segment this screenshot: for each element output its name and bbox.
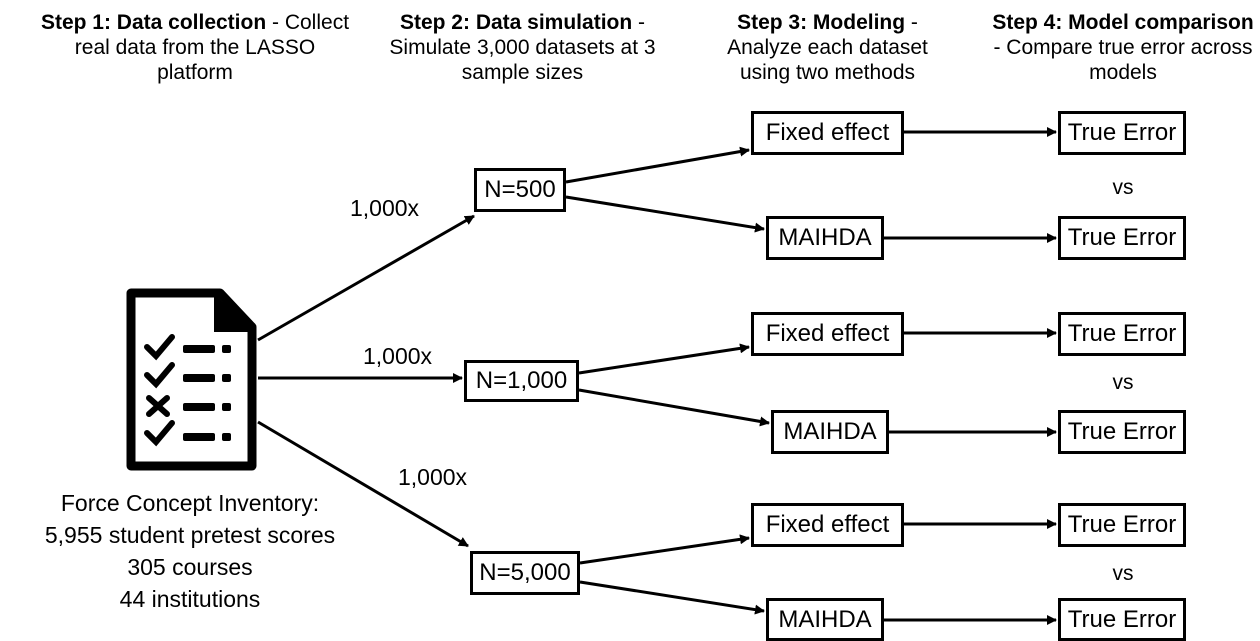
multiplier-label-2: 1,000x [363, 343, 433, 369]
method-node-fixed-effect-1: Fixed effect [751, 111, 904, 155]
arrow-n1000-to-maihda [578, 388, 770, 427]
step-4-header: Step 4: Model comparison - Compare true … [988, 10, 1258, 85]
step-2-title: Step 2: Data simulation [399, 11, 633, 34]
step-3-description: - Analyze each dataset using two methods [727, 11, 928, 84]
source-line-courses: 305 courses [127, 554, 253, 580]
vs-label-1: vs [1112, 176, 1134, 199]
method-node-fixed-effect-3: Fixed effect [751, 503, 904, 547]
arrow-source-to-n5000 [257, 420, 469, 548]
true-error-node-2a: True Error [1058, 312, 1186, 356]
arrow-n500-to-maihda [565, 195, 765, 233]
arrow-n5000-to-maihda [579, 580, 765, 615]
true-error-node-3a: True Error [1058, 503, 1186, 547]
vs-label-2: vs [1112, 371, 1134, 394]
multiplier-label-3: 1,000x [398, 464, 468, 490]
sample-node-n500: N=500 [474, 168, 566, 212]
sample-node-n5000: N=5,000 [470, 551, 580, 595]
arrow-n5000-to-fixed [579, 534, 750, 565]
step-1-description: - Collect real data from the LASSO platf… [74, 11, 350, 84]
step-1-title: Step 1: Data collection [40, 11, 267, 34]
step-2-description: - Simulate 3,000 datasets at 3 sample si… [389, 11, 656, 84]
true-error-node-3b: True Error [1058, 598, 1186, 641]
step-3-header: Step 3: Modeling - Analyze each dataset … [705, 10, 950, 85]
checklist-document-icon [126, 288, 257, 471]
sample-node-n1000: N=1,000 [464, 360, 579, 402]
method-node-maihda-2: MAIHDA [771, 410, 889, 454]
step-1-header: Step 1: Data collection - Collect real d… [40, 10, 350, 85]
source-line-scores: 5,955 student pretest scores [44, 522, 336, 548]
step-4-description: - Compare true error across models [993, 36, 1253, 84]
source-line-institutions: 44 institutions [119, 586, 261, 612]
source-caption: Force Concept Inventory: 5,955 student p… [10, 487, 370, 615]
true-error-node-2b: True Error [1058, 410, 1186, 454]
arrow-source-to-n500 [257, 214, 475, 342]
arrow-n1000-to-fixed [578, 343, 750, 375]
multiplier-label-1: 1,000x [350, 195, 420, 221]
method-node-fixed-effect-2: Fixed effect [751, 312, 904, 356]
arrow-n500-to-fixed [565, 146, 750, 184]
true-error-node-1b: True Error [1058, 216, 1186, 260]
method-node-maihda-3: MAIHDA [766, 598, 884, 641]
step-2-header: Step 2: Data simulation - Simulate 3,000… [370, 10, 675, 85]
step-4-title: Step 4: Model comparison [992, 11, 1254, 34]
method-node-maihda-1: MAIHDA [766, 216, 884, 260]
step-3-title: Step 3: Modeling [737, 11, 906, 34]
source-line-instrument: Force Concept Inventory: [60, 490, 320, 516]
true-error-node-1a: True Error [1058, 111, 1186, 155]
vs-label-3: vs [1112, 562, 1134, 585]
